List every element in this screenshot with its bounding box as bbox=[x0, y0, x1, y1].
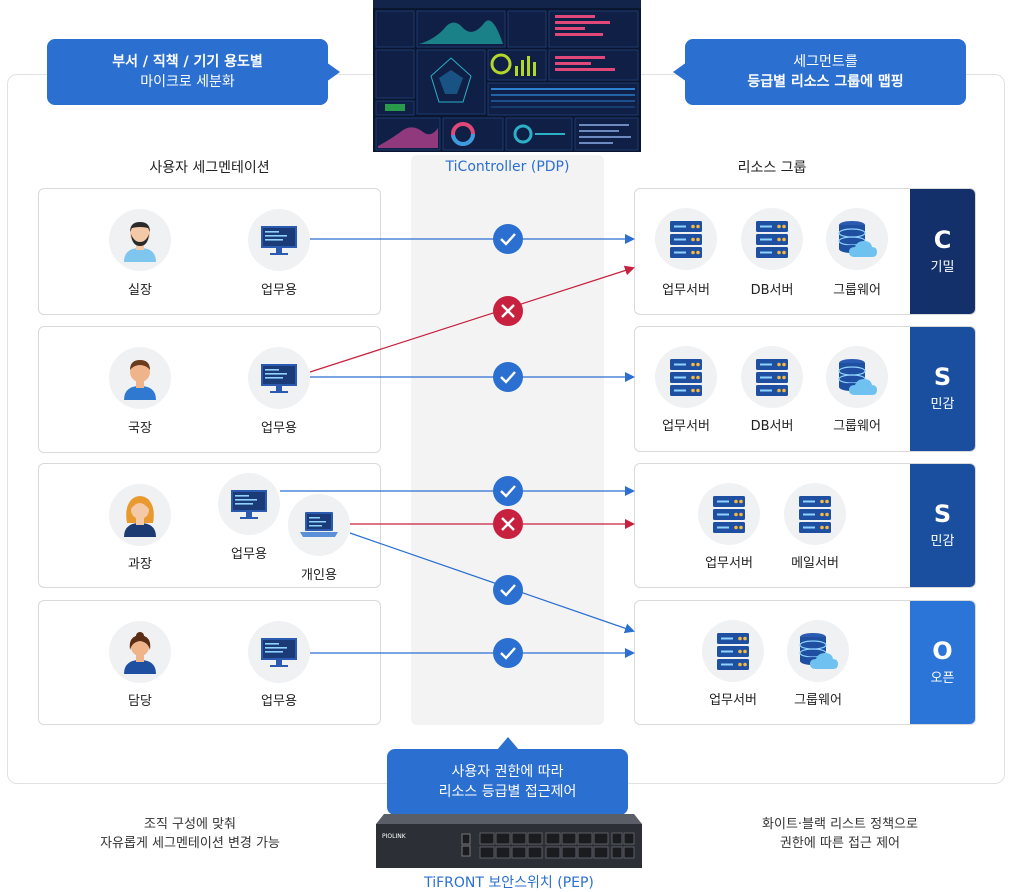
person-icon bbox=[109, 621, 171, 683]
desktop-monitor-icon bbox=[248, 621, 310, 683]
person-icon bbox=[109, 209, 171, 271]
bottom-left-caption-line2: 자유롭게 세그멘테이션 변경 가능 bbox=[100, 836, 280, 851]
grade-letter: C bbox=[933, 225, 952, 254]
switch-brand: PIOLINK bbox=[382, 833, 407, 840]
security-switch-image: PIOLINK bbox=[376, 814, 642, 868]
desktop-monitor-icon bbox=[248, 347, 310, 409]
bottom-right-caption: 화이트·블랙 리스트 정책으로 권한에 따른 접근 제어 bbox=[690, 815, 990, 853]
bottom-right-caption-line1: 화이트·블랙 리스트 정책으로 bbox=[762, 817, 918, 832]
user-card-2 bbox=[38, 326, 381, 453]
allow-line bbox=[349, 532, 635, 634]
cloud-database-icon bbox=[787, 620, 849, 682]
server-icon bbox=[741, 208, 803, 270]
grade-block-sensitive: S 민감 bbox=[910, 327, 975, 451]
cloud-database-icon bbox=[826, 208, 888, 270]
bottom-left-caption-line1: 조직 구성에 맞춰 bbox=[144, 817, 236, 832]
resource-label: 업무서버 bbox=[709, 693, 757, 708]
controller-label: TiController (PDP) bbox=[445, 159, 570, 175]
server-icon bbox=[655, 346, 717, 408]
allow-check-icon bbox=[493, 362, 523, 392]
resource-label: DB서버 bbox=[750, 419, 794, 434]
user-role-2: 국장 bbox=[128, 421, 152, 436]
left-callout-pointer bbox=[326, 62, 340, 82]
device-label: 업무용 bbox=[231, 547, 267, 562]
server-icon bbox=[698, 483, 760, 545]
switch-label: TiFRONT 보안스위치 (PEP) bbox=[424, 875, 594, 891]
person-icon bbox=[109, 347, 171, 409]
grade-block-confidential: C 기밀 bbox=[910, 189, 975, 314]
resource-label: 그룹웨어 bbox=[833, 419, 881, 434]
deny-line bbox=[309, 265, 635, 373]
grade-name: 민감 bbox=[930, 533, 955, 549]
server-icon bbox=[702, 620, 764, 682]
desktop-monitor-icon bbox=[248, 209, 310, 271]
grade-name: 민감 bbox=[930, 397, 955, 412]
user-card-4 bbox=[38, 600, 381, 725]
allow-check-icon bbox=[493, 224, 523, 254]
grade-letter: S bbox=[933, 363, 952, 391]
left-callout-line2: 마이크로 세분화 bbox=[140, 74, 235, 90]
right-callout-line2: 등급별 리소스 그룹에 맵핑 bbox=[747, 74, 904, 90]
deny-cross-icon bbox=[493, 509, 523, 539]
laptop-icon bbox=[288, 494, 350, 556]
grade-name: 기밀 bbox=[930, 259, 955, 275]
allow-check-icon bbox=[493, 575, 523, 605]
resource-label: 그룹웨어 bbox=[794, 693, 842, 708]
right-callout-line1: 세그먼트를 bbox=[793, 54, 858, 70]
user-card-1 bbox=[38, 188, 381, 315]
person-icon bbox=[109, 484, 171, 546]
resource-label: 그룹웨어 bbox=[833, 283, 881, 298]
device-label: 개인용 bbox=[301, 568, 337, 583]
right-callout-pointer bbox=[673, 62, 687, 82]
left-callout-line1: 부서 / 직책 / 기기 용도별 bbox=[112, 54, 263, 70]
user-card-3 bbox=[38, 463, 381, 588]
resource-label: 업무서버 bbox=[662, 283, 710, 298]
allow-check-icon bbox=[493, 638, 523, 668]
resource-label: 업무서버 bbox=[662, 419, 710, 434]
device-label: 업무용 bbox=[261, 694, 297, 709]
device-label: 업무용 bbox=[261, 421, 297, 436]
user-role-3: 과장 bbox=[128, 557, 152, 572]
bottom-callout-line2: 리소스 등급별 접근제어 bbox=[438, 784, 577, 800]
cloud-database-icon bbox=[826, 346, 888, 408]
grade-name: 오픈 bbox=[930, 670, 955, 686]
resource-label: 메일서버 bbox=[791, 556, 839, 571]
grade-block-open: O 오픈 bbox=[910, 601, 975, 724]
grade-block-sensitive: S 민감 bbox=[910, 464, 975, 587]
device-label: 업무용 bbox=[261, 283, 297, 298]
user-role-1: 실장 bbox=[128, 283, 152, 298]
server-icon bbox=[741, 346, 803, 408]
deny-cross-icon bbox=[493, 296, 523, 326]
resource-label: 업무서버 bbox=[705, 556, 753, 571]
user-section-title: 사용자 세그멘테이션 bbox=[149, 160, 270, 176]
bottom-callout: 사용자 권한에 따라 리소스 등급별 접근제어 bbox=[387, 749, 628, 815]
bottom-right-caption-line2: 권한에 따른 접근 제어 bbox=[779, 836, 901, 851]
resource-label: DB서버 bbox=[750, 283, 794, 298]
right-callout: 세그먼트를 등급별 리소스 그룹에 맵핑 bbox=[685, 39, 966, 105]
desktop-monitor-icon bbox=[218, 473, 280, 535]
bottom-callout-pointer bbox=[497, 737, 519, 750]
user-role-4: 담당 bbox=[128, 694, 152, 709]
grade-letter: S bbox=[933, 499, 952, 528]
controller-dashboard-image bbox=[373, 0, 641, 152]
server-icon bbox=[655, 208, 717, 270]
left-callout: 부서 / 직책 / 기기 용도별 마이크로 세분화 bbox=[47, 39, 328, 105]
resource-section-title: 리소스 그룹 bbox=[737, 160, 807, 176]
grade-letter: O bbox=[932, 636, 953, 665]
bottom-callout-line1: 사용자 권한에 따라 bbox=[451, 764, 564, 780]
bottom-left-caption: 조직 구성에 맞춰 자유롭게 세그멘테이션 변경 가능 bbox=[40, 815, 340, 853]
server-icon bbox=[784, 483, 846, 545]
allow-check-icon bbox=[493, 476, 523, 506]
